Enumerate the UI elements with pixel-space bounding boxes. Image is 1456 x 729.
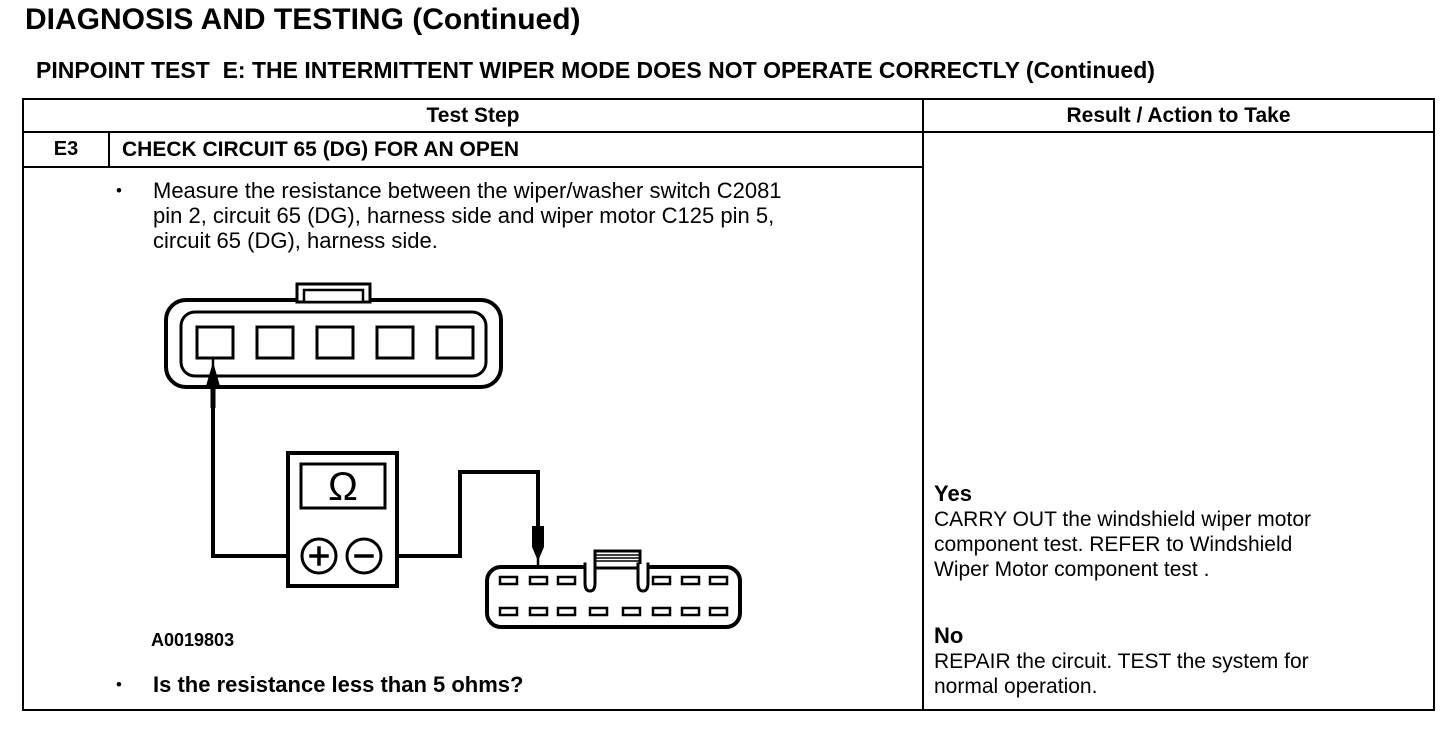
result-cell: Yes CARRY OUT the windshield wiper motor… <box>924 133 1433 709</box>
section-title: PINPOINT TEST E: THE INTERMITTENT WIPER … <box>36 57 1155 83</box>
test-step-column: Test Step E3 CHECK CIRCUIT 65 (DG) FOR A… <box>24 100 924 709</box>
figure-id: A0019803 <box>151 630 234 650</box>
yes-line-1: CARRY OUT the windshield wiper motor <box>934 508 1311 531</box>
wiring-diagram: Ω <box>151 282 742 650</box>
question-item: • Is the resistance less than 5 ohms? <box>24 672 922 697</box>
step-id: E3 <box>24 133 110 166</box>
plus-icon <box>309 546 329 566</box>
instruction-line-1: Measure the resistance between the wiper… <box>153 178 782 203</box>
bullet-marker: • <box>116 181 122 200</box>
switch-pin-3 <box>315 325 355 360</box>
step-header-row: E3 CHECK CIRCUIT 65 (DG) FOR AN OPEN <box>24 133 922 168</box>
switch-connector <box>164 282 503 389</box>
motor-connector <box>485 549 742 629</box>
switch-pin-1 <box>195 325 235 360</box>
instruction-item: • Measure the resistance between the wip… <box>24 178 922 253</box>
motor-pins-top-row <box>498 575 729 586</box>
ohmmeter-display <box>299 462 387 510</box>
positive-probe <box>206 356 220 408</box>
step-body-cell: • Measure the resistance between the wip… <box>24 168 922 709</box>
column-header-test-step: Test Step <box>24 100 922 133</box>
yes-line-3: Wiper Motor component test . <box>934 558 1210 581</box>
page-title: DIAGNOSIS AND TESTING (Continued) <box>25 3 581 36</box>
result-no-block: No REPAIR the circuit. TEST the system f… <box>934 622 1423 699</box>
no-line-1: REPAIR the circuit. TEST the system for <box>934 650 1309 673</box>
step-title: CHECK CIRCUIT 65 (DG) FOR AN OPEN <box>122 137 520 161</box>
result-yes-block: Yes CARRY OUT the windshield wiper motor… <box>934 480 1423 582</box>
no-label: No <box>934 623 964 648</box>
yes-line-2: component test. REFER to Windshield <box>934 533 1293 556</box>
switch-pin-5 <box>435 325 475 360</box>
bullet-marker: • <box>116 675 122 694</box>
result-column: Result / Action to Take Yes CARRY OUT th… <box>924 100 1433 709</box>
connector-tab <box>593 549 642 570</box>
manual-page: DIAGNOSIS AND TESTING (Continued) PINPOI… <box>0 3 1456 711</box>
switch-pin-2 <box>255 325 295 360</box>
switch-pin-4 <box>375 325 415 360</box>
ohmmeter: Ω <box>286 451 399 588</box>
instruction-line-3: circuit 65 (DG), harness side. <box>153 228 438 253</box>
instruction-line-2: pin 2, circuit 65 (DG), harness side and… <box>153 203 775 228</box>
no-line-2: normal operation. <box>934 675 1098 698</box>
column-header-result: Result / Action to Take <box>924 100 1433 133</box>
motor-pins-bottom-row <box>498 606 729 617</box>
pinpoint-test-table: Test Step E3 CHECK CIRCUIT 65 (DG) FOR A… <box>22 98 1435 711</box>
instruction-text: Measure the resistance between the wiper… <box>153 178 782 253</box>
question-text: Is the resistance less than 5 ohms? <box>153 672 524 697</box>
ohm-symbol: Ω <box>328 465 358 509</box>
yes-label: Yes <box>934 481 972 506</box>
